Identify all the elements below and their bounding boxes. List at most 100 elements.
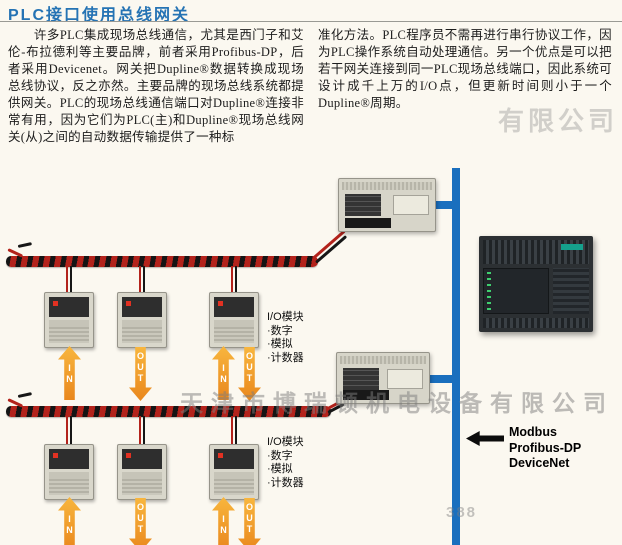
- io-module: [209, 444, 259, 500]
- fieldbus-label: Modbus Profibus-DP DeviceNet: [509, 425, 581, 472]
- module-vents: [122, 479, 162, 495]
- module-vents: [214, 479, 254, 495]
- page-title: PLC接口使用总线网关: [8, 7, 191, 24]
- plc-unit: [479, 236, 593, 332]
- module-label-strip: [49, 320, 89, 329]
- plc-bottom-rail: [483, 318, 589, 328]
- in-arrow-icon: IN: [212, 497, 235, 545]
- cable-tap: [70, 266, 72, 293]
- cable-tap: [70, 416, 72, 445]
- gateway-label: [393, 195, 429, 215]
- io-module: [209, 292, 259, 348]
- io-label-item: ·模拟: [267, 338, 293, 350]
- power-led: [126, 453, 131, 458]
- fieldbus-arrow-icon: [466, 431, 504, 446]
- module-label-strip: [122, 320, 162, 329]
- gateway-vents: [340, 356, 426, 364]
- module-face: [49, 297, 89, 317]
- fieldbus-label-line: Modbus: [509, 425, 557, 439]
- out-arrow-icon: OUT: [129, 347, 152, 401]
- fieldbus-label-line: DeviceNet: [509, 456, 570, 470]
- module-label-strip: [49, 472, 89, 481]
- arrow-label: OUT: [135, 502, 146, 535]
- io-module: [44, 444, 94, 500]
- cable-tap: [143, 266, 145, 293]
- module-label-strip: [122, 472, 162, 481]
- in-arrow-icon: IN: [58, 497, 81, 545]
- dupline-cable-top: [6, 256, 318, 267]
- fieldbus-stub: [428, 375, 454, 383]
- power-led: [126, 301, 131, 306]
- body-text-right-column: 准化方法。PLC程序员不需再进行串行协议工作，因为PLC操作系统自动处理通信。另…: [318, 28, 612, 110]
- gateway-label: [387, 369, 423, 389]
- out-arrow-icon: OUT: [238, 498, 261, 545]
- io-label-item: ·计数器: [267, 476, 304, 489]
- power-led: [218, 453, 223, 458]
- cable-tap: [231, 266, 233, 293]
- module-vents: [49, 479, 89, 495]
- gateway-wire: [312, 229, 346, 260]
- dupline-gateway-bottom: [336, 352, 430, 404]
- io-label-item: ·数字: [267, 449, 293, 462]
- gateway-panel: [345, 194, 381, 216]
- io-label-item: ·数字: [267, 324, 293, 337]
- module-face: [122, 449, 162, 469]
- dupline-gateway-top: [338, 178, 436, 232]
- module-vents: [49, 327, 89, 343]
- io-label-item: ·计数器: [267, 351, 304, 364]
- io-module: [117, 292, 167, 348]
- out-arrow-icon: OUT: [238, 347, 261, 401]
- title-divider: [0, 21, 622, 22]
- io-module: [117, 444, 167, 500]
- module-label-strip: [214, 472, 254, 481]
- arrow-label: IN: [64, 514, 75, 536]
- arrow-label: IN: [218, 363, 229, 385]
- arrow-label: IN: [64, 363, 75, 385]
- arrow-label: IN: [218, 514, 229, 536]
- module-face: [214, 297, 254, 317]
- body-text-left-column: 许多PLC集成现场总线通信，尤其是西门子和艾伦-布拉德利等主要品牌，前者采用Pr…: [8, 28, 304, 144]
- power-led: [218, 301, 223, 306]
- in-arrow-icon: IN: [58, 346, 81, 400]
- io-label-title: I/O模块: [267, 436, 304, 448]
- module-vents: [122, 327, 162, 343]
- cable-tap: [143, 416, 145, 445]
- io-module-label: I/O模块 ·数字 ·模拟 ·计数器: [267, 436, 304, 490]
- plc-side-vents: [553, 268, 589, 314]
- cable-tap: [235, 266, 237, 293]
- in-arrow-icon: IN: [212, 346, 235, 400]
- io-label-title: I/O模块: [267, 311, 304, 323]
- fieldbus-stub: [434, 201, 454, 209]
- module-face: [49, 449, 89, 469]
- cable-tap: [139, 266, 141, 293]
- power-led: [53, 301, 58, 306]
- cable-tap: [139, 416, 141, 445]
- gateway-terminals: [345, 218, 391, 228]
- module-face: [214, 449, 254, 469]
- arrow-label: OUT: [135, 351, 146, 384]
- watermark-page-number: 388: [446, 504, 478, 521]
- arrow-label: OUT: [244, 351, 255, 384]
- cable-tap: [231, 416, 233, 445]
- plc-front-door: [483, 268, 549, 314]
- module-label-strip: [214, 320, 254, 329]
- cable-tap: [66, 266, 68, 293]
- plc-badge: [561, 244, 583, 250]
- wire-end: [17, 392, 33, 398]
- cable-tap: [66, 416, 68, 445]
- module-vents: [214, 327, 254, 343]
- plc-status-leds: [487, 272, 491, 310]
- gateway-vents: [342, 182, 432, 190]
- arrow-label: OUT: [244, 502, 255, 535]
- gateway-terminals: [343, 390, 389, 400]
- io-module-label: I/O模块 ·数字 ·模拟 ·计数器: [267, 311, 304, 365]
- fieldbus-line: [452, 168, 460, 545]
- module-face: [122, 297, 162, 317]
- dupline-cable-bottom: [6, 406, 331, 417]
- out-arrow-icon: OUT: [129, 498, 152, 545]
- wire-end: [17, 242, 33, 248]
- power-led: [53, 453, 58, 458]
- io-label-item: ·模拟: [267, 463, 293, 475]
- io-module: [44, 292, 94, 348]
